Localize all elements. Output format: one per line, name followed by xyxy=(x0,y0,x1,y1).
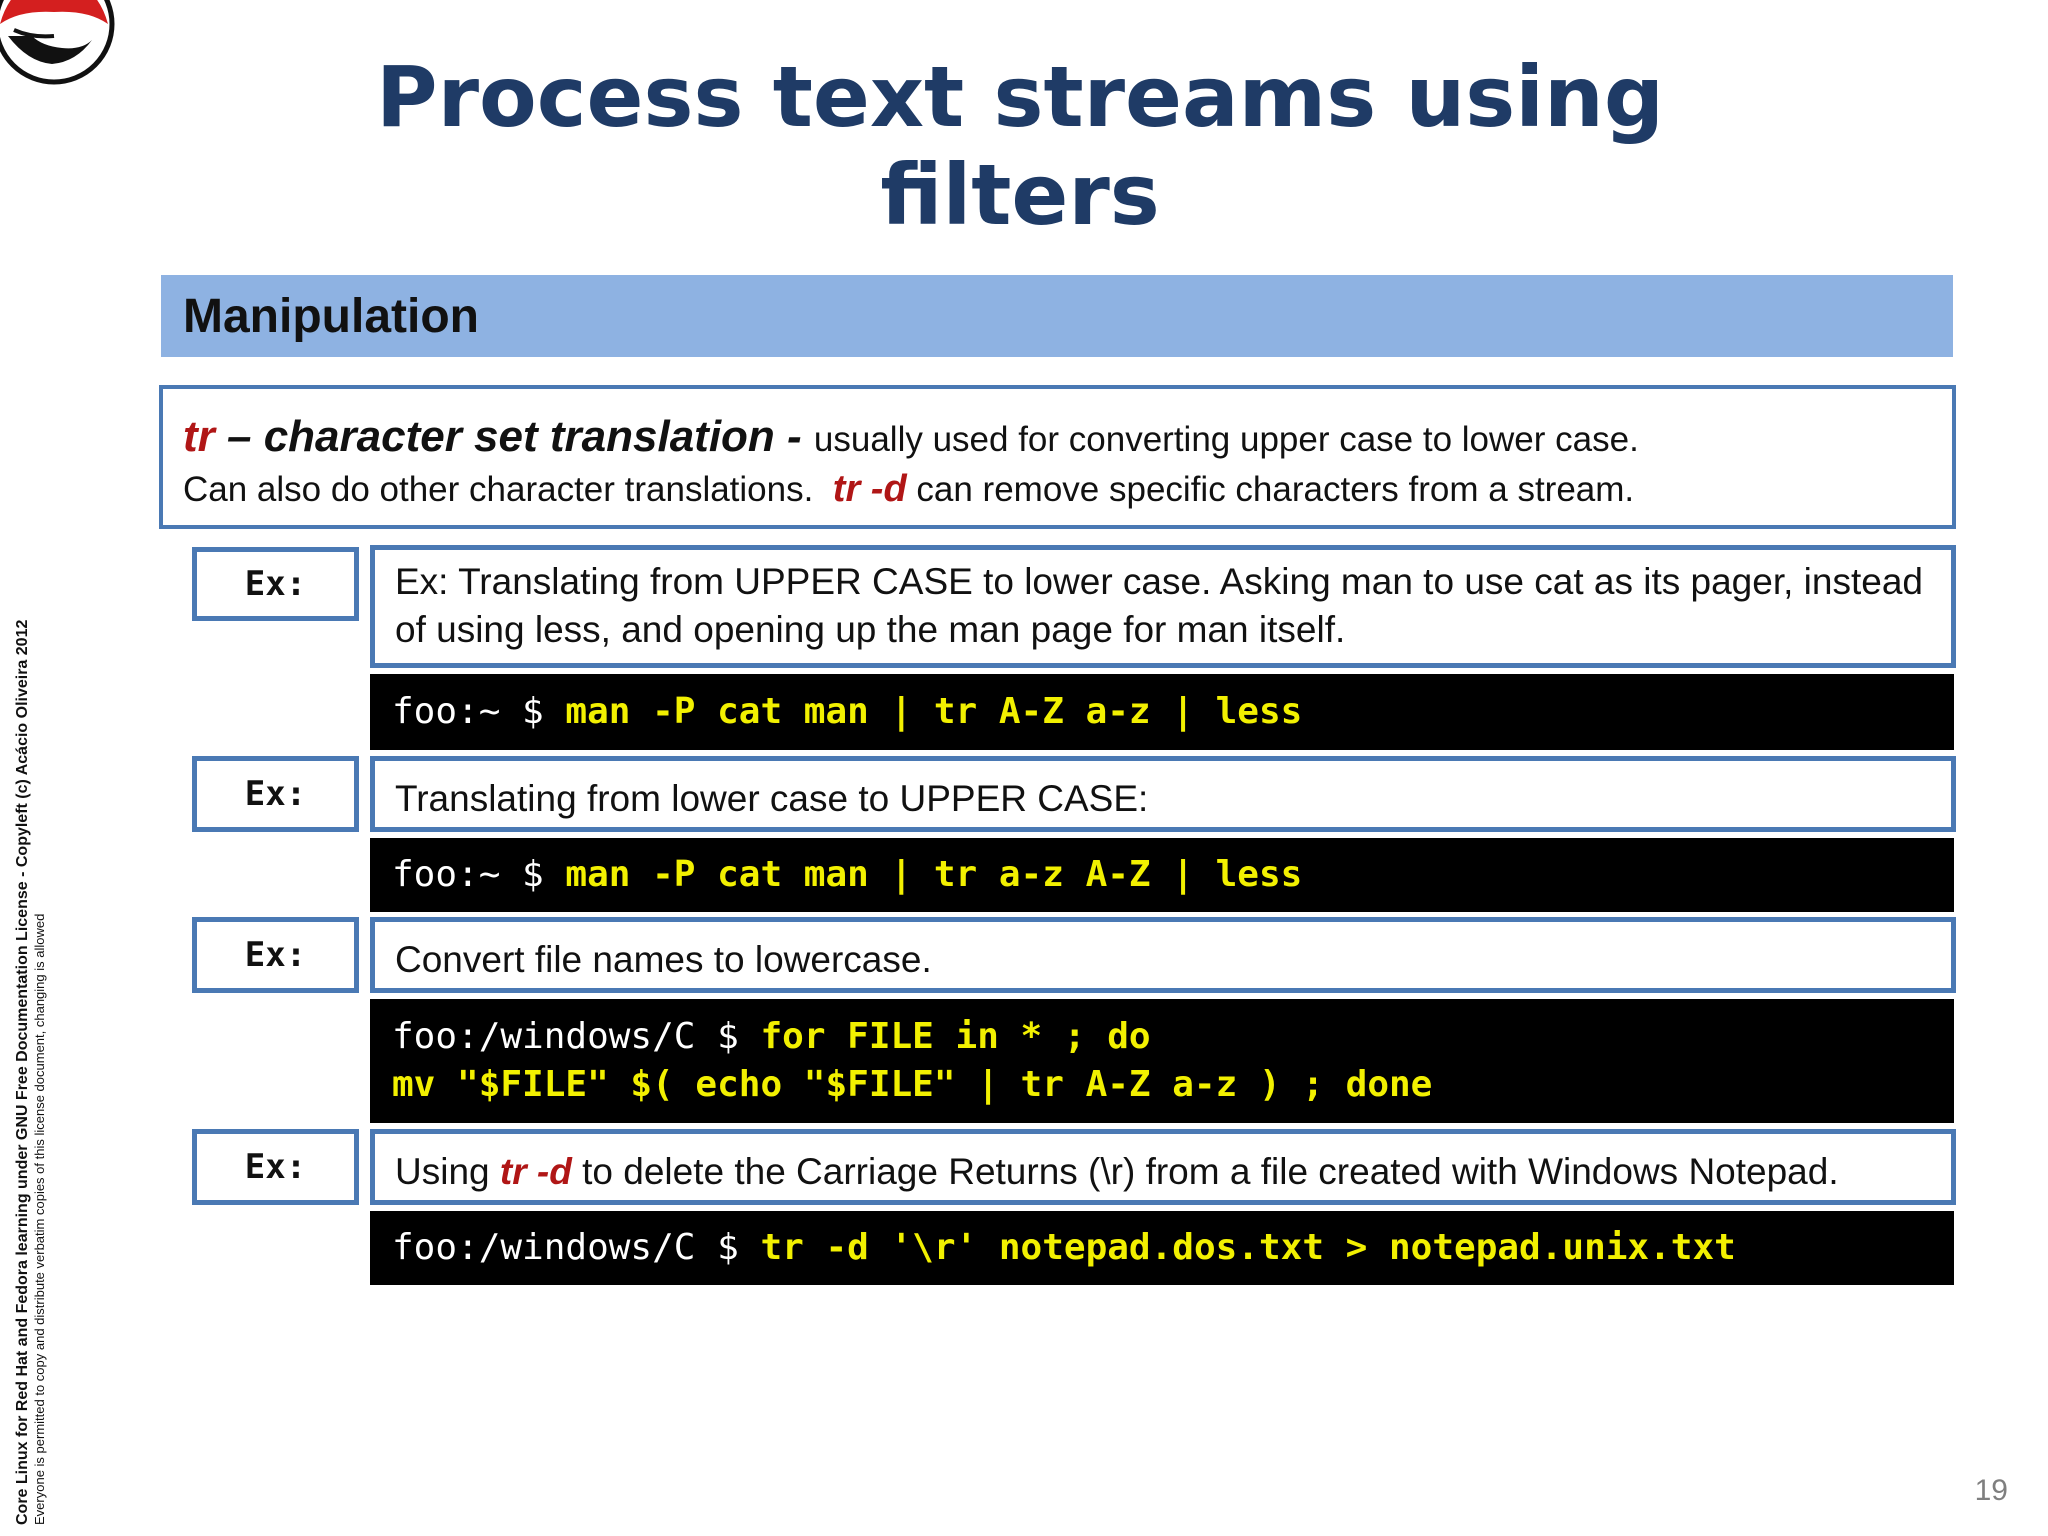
example-label: Ex: xyxy=(192,917,359,993)
example-label: Ex: xyxy=(192,1129,359,1205)
red-hat-logo-icon xyxy=(0,0,115,85)
example-description-before: Using xyxy=(395,1151,500,1192)
section-title: Manipulation xyxy=(183,289,479,343)
license-caption-line-1: Core Linux for Red Hat and Fedora learni… xyxy=(14,619,31,1525)
example-label: Ex: xyxy=(192,756,359,832)
intro-heading: – character set translation - xyxy=(214,412,814,461)
example-label: Ex: xyxy=(192,547,359,621)
example-description: Using tr -d to delete the Carriage Retur… xyxy=(370,1129,1956,1205)
page-number: 19 xyxy=(1974,1474,2008,1507)
command-line: foo:~ $ man -P cat man | tr a-z A-Z | le… xyxy=(392,851,1932,899)
command-code: man -P cat man | tr A-Z a-z | less xyxy=(565,691,1303,732)
command-line: foo:/windows/C $ for FILE in * ; do xyxy=(392,1013,1932,1061)
command-block: foo:/windows/C $ tr -d '\r' notepad.dos.… xyxy=(370,1211,1954,1285)
license-caption: Core Linux for Red Hat and Fedora learni… xyxy=(14,620,47,1525)
command-prompt: foo:/windows/C $ xyxy=(392,1016,761,1057)
command-block: foo:~ $ man -P cat man | tr a-z A-Z | le… xyxy=(370,838,1954,912)
intro-box: tr – character set translation - usually… xyxy=(159,385,1956,529)
example-description: Convert file names to lowercase. xyxy=(370,917,1956,993)
slide-title: Process text streams using filters xyxy=(376,48,1664,244)
example-description-after: to delete the Carriage Returns (\r) from… xyxy=(571,1151,1839,1192)
command-prompt: foo:~ $ xyxy=(392,691,566,732)
command-block: foo:~ $ man -P cat man | tr A-Z a-z | le… xyxy=(370,674,1954,750)
command-code: tr -d '\r' notepad.dos.txt > notepad.uni… xyxy=(760,1227,1736,1268)
intro-line-2-after: can remove specific characters from a st… xyxy=(906,470,1635,509)
command-line: mv "$FILE" $( echo "$FILE" | tr A-Z a-z … xyxy=(392,1061,1932,1109)
command-code: for FILE in * ; do xyxy=(760,1016,1151,1057)
intro-line-2: Can also do other character translations… xyxy=(183,468,1932,511)
command-code: mv "$FILE" $( echo "$FILE" | tr A-Z a-z … xyxy=(392,1064,1433,1105)
command-prompt: foo:~ $ xyxy=(392,854,566,895)
section-header: Manipulation xyxy=(161,275,1953,357)
command-block: foo:/windows/C $ for FILE in * ; do mv "… xyxy=(370,999,1954,1123)
command-code: man -P cat man | tr a-z A-Z | less xyxy=(565,854,1303,895)
example-description: Ex: Translating from UPPER CASE to lower… xyxy=(370,545,1956,668)
intro-command-name: tr xyxy=(183,412,215,461)
intro-line-2-before: Can also do other character translations… xyxy=(183,470,833,509)
license-caption-line-2: Everyone is permitted to copy and distri… xyxy=(32,913,47,1525)
intro-line-2-command: tr -d xyxy=(832,468,907,510)
example-description-command: tr -d xyxy=(499,1151,572,1192)
intro-line-1: tr – character set translation - usually… xyxy=(183,409,1932,468)
command-line: foo:~ $ man -P cat man | tr A-Z a-z | le… xyxy=(392,688,1932,736)
intro-line-1-text: usually used for converting upper case t… xyxy=(813,420,1639,459)
command-prompt: foo:/windows/C $ xyxy=(392,1227,761,1268)
example-description: Translating from lower case to UPPER CAS… xyxy=(370,756,1956,832)
command-line: foo:/windows/C $ tr -d '\r' notepad.dos.… xyxy=(392,1224,1932,1272)
